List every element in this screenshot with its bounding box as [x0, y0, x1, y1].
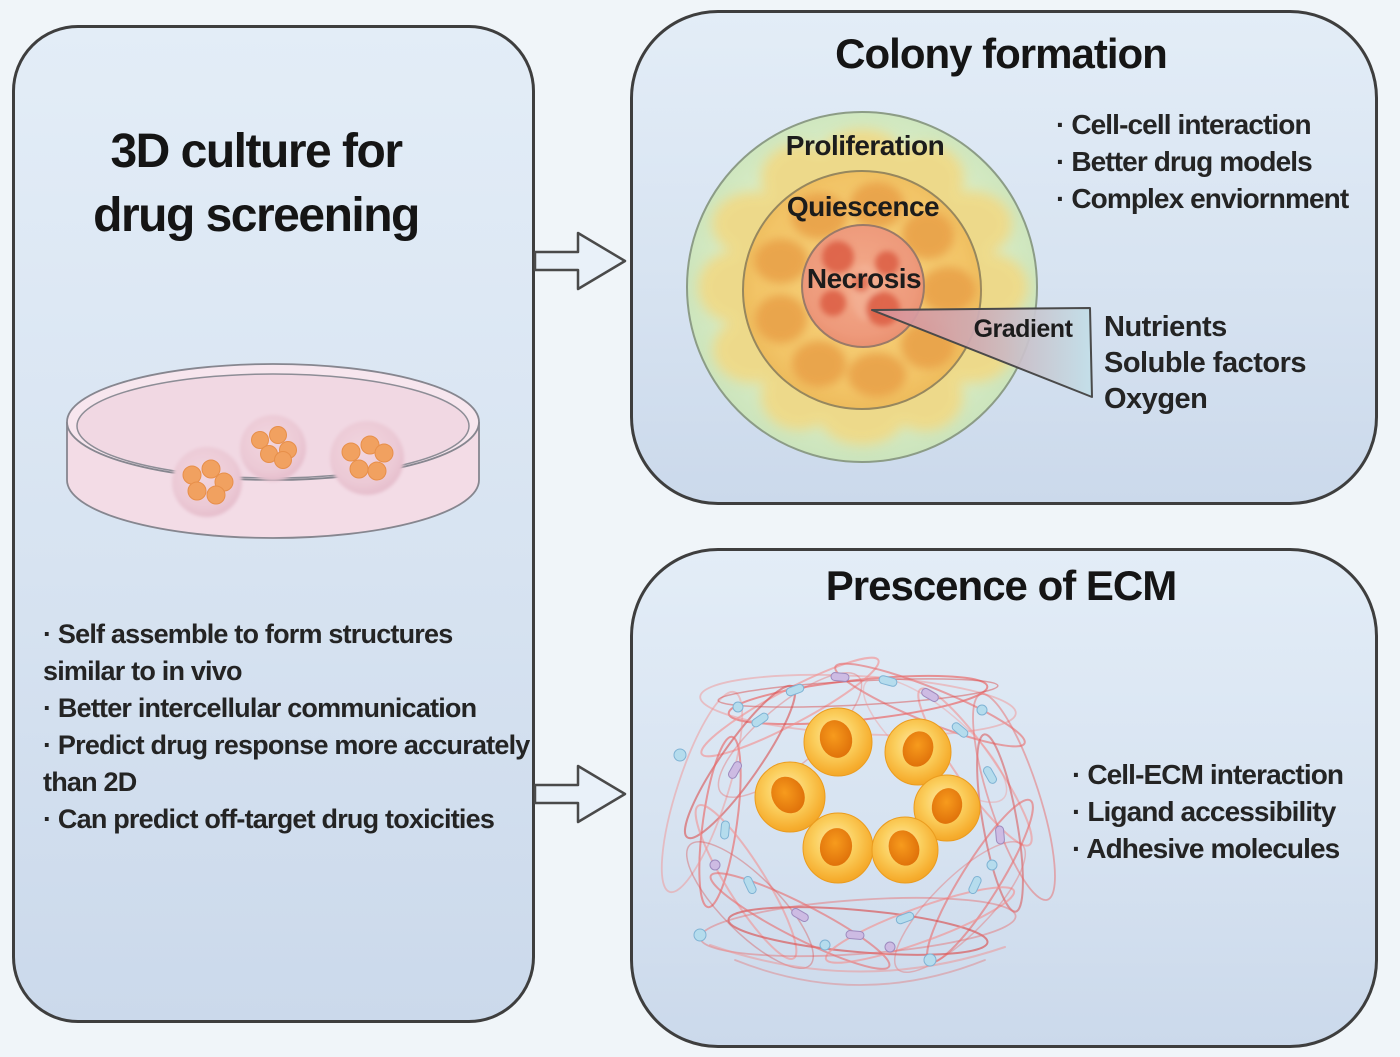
zone-label-necrosis: Necrosis	[807, 263, 921, 294]
colony-spheroid-illustration: Proliferation Quiescence Necrosis Gradie…	[686, 111, 1093, 463]
colony-bullet-list: Cell-cell interaction Better drug models…	[1056, 106, 1376, 217]
colony-bullet-2: Better drug models	[1056, 143, 1376, 180]
zone-label-quiescence: Quiescence	[787, 191, 939, 222]
necrosis-cell-blobs	[820, 241, 900, 326]
left-bullet-3: Predict drug response more accurately th…	[43, 727, 537, 801]
left-panel-bullet-list: Self assemble to form structures similar…	[43, 616, 537, 838]
ecm-fibers	[660, 656, 1056, 986]
colony-panel-title: Colony formation	[835, 30, 1168, 77]
left-bullet-4: Can predict off-target drug toxicities	[43, 801, 537, 838]
gradient-arrow	[871, 307, 1093, 398]
ecm-bullet-list: Cell-ECM interaction Ligand accessibilit…	[1072, 756, 1382, 867]
left-panel-title-line1: 3D culture for	[110, 125, 403, 178]
ecm-bullet-2: Ligand accessibility	[1072, 793, 1382, 830]
flow-arrow-top-icon	[533, 231, 627, 291]
gradient-label: Gradient	[974, 315, 1074, 343]
gradient-factor-list: Nutrients Soluble factors Oxygen	[1104, 309, 1307, 417]
gradient-factor-1: Nutrients	[1104, 311, 1227, 343]
gradient-factor-3: Oxygen	[1104, 383, 1208, 415]
gradient-factor-2: Soluble factors	[1104, 347, 1307, 379]
adhesion-molecules	[673, 672, 1005, 967]
ecm-cell-nuclei	[771, 720, 963, 866]
spheroid-cells	[182, 426, 394, 505]
left-bullet-2: Better intercellular communication	[43, 690, 537, 727]
ecm-bullet-3: Adhesive molecules	[1072, 830, 1382, 867]
ecm-panel-title: Prescence of ECM	[825, 562, 1177, 609]
colony-bullet-3: Complex enviornment	[1056, 180, 1376, 217]
petri-dish-illustration	[66, 363, 480, 539]
ecm-cluster-illustration	[660, 656, 1056, 986]
zone-label-proliferation: Proliferation	[786, 130, 944, 161]
ecm-bullet-1: Cell-ECM interaction	[1072, 756, 1382, 793]
quiescence-cell-blobs	[754, 182, 976, 397]
left-panel-title-line2: drug screening	[93, 189, 420, 242]
left-bullet-1: Self assemble to form structures similar…	[43, 616, 537, 690]
left-panel-title: 3D culture for drug screening	[12, 120, 500, 248]
flow-arrow-bottom-icon	[533, 764, 627, 824]
colony-bullet-1: Cell-cell interaction	[1056, 106, 1376, 143]
